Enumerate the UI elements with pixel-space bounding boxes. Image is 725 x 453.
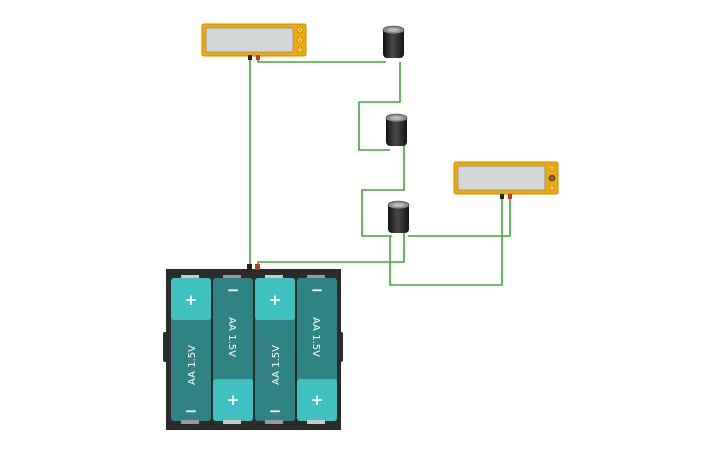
multimeter-1-button-ohm[interactable] — [296, 46, 304, 54]
battery-cell-4: − + AA 1.5V — [297, 275, 337, 424]
multimeter-2[interactable]: A V Ω — [453, 161, 559, 199]
capacitor-3[interactable] — [387, 200, 410, 233]
battery-cell-2-bottom-sign: + — [227, 391, 240, 409]
capacitor-2[interactable] — [385, 113, 408, 146]
battery-cell-3-bottom-sign: − — [269, 402, 282, 420]
multimeter-1-label-ohm: Ω — [298, 48, 302, 54]
battery-cell-2: − + AA 1.5V — [213, 275, 253, 424]
battery-cell-3-label: AA 1.5V — [271, 345, 282, 385]
battery-terminal-red[interactable] — [255, 264, 260, 270]
multimeter-1-probe-black[interactable] — [248, 55, 252, 60]
multimeter-1-label-v: V — [298, 38, 302, 44]
battery-cell-3-top-sign: + — [269, 291, 282, 309]
wire-meter2-return[interactable] — [389, 198, 503, 286]
multimeter-1[interactable]: A V Ω — [201, 23, 307, 60]
wire-capacitor2-to-capacitor3[interactable] — [361, 145, 405, 237]
multimeter-2-label-a: A — [550, 166, 554, 172]
battery-terminal-black[interactable] — [247, 264, 252, 270]
battery-cell-2-label: AA 1.5V — [226, 317, 237, 357]
multimeter-1-button-v[interactable] — [296, 36, 304, 44]
multimeter-2-label-v: V — [550, 176, 554, 182]
multimeter-2-probe-black[interactable] — [500, 194, 504, 199]
battery-cell-1: + − AA 1.5V — [171, 275, 211, 424]
multimeter-1-probe-red[interactable] — [256, 55, 260, 60]
battery-cell-4-label: AA 1.5V — [310, 317, 321, 357]
wire-meter1-to-capacitor1[interactable] — [257, 59, 386, 63]
battery-pack[interactable]: + − AA 1.5V − + AA 1.5V + − AA 1.5V — [163, 264, 343, 430]
battery-cell-1-bottom-sign: − — [185, 402, 198, 420]
battery-cell-1-top-sign: + — [185, 291, 198, 309]
multimeter-2-button-v[interactable] — [548, 174, 556, 182]
battery-cell-3: + − AA 1.5V — [255, 275, 295, 424]
battery-cell-4-bottom-sign: + — [311, 391, 324, 409]
multimeter-2-label-ohm: Ω — [550, 186, 554, 192]
wire-capacitor1-to-capacitor2[interactable] — [358, 62, 401, 151]
battery-cell-1-label: AA 1.5V — [187, 345, 198, 385]
capacitor-1[interactable] — [382, 25, 405, 58]
multimeter-2-button-a[interactable] — [548, 164, 556, 172]
battery-cell-2-top-sign: − — [227, 281, 240, 299]
battery-cell-4-top-sign: − — [311, 281, 324, 299]
multimeter-1-button-a[interactable] — [296, 26, 304, 34]
wire-battery-to-capacitor3[interactable] — [257, 232, 405, 266]
multimeter-2-probe-red[interactable] — [508, 194, 512, 199]
wire-capacitor3-to-meter2[interactable] — [408, 198, 511, 237]
multimeter-1-screen — [205, 27, 294, 53]
multimeter-2-button-ohm[interactable] — [548, 184, 556, 192]
multimeter-2-screen — [457, 165, 546, 191]
multimeter-1-label-a: A — [298, 28, 302, 34]
